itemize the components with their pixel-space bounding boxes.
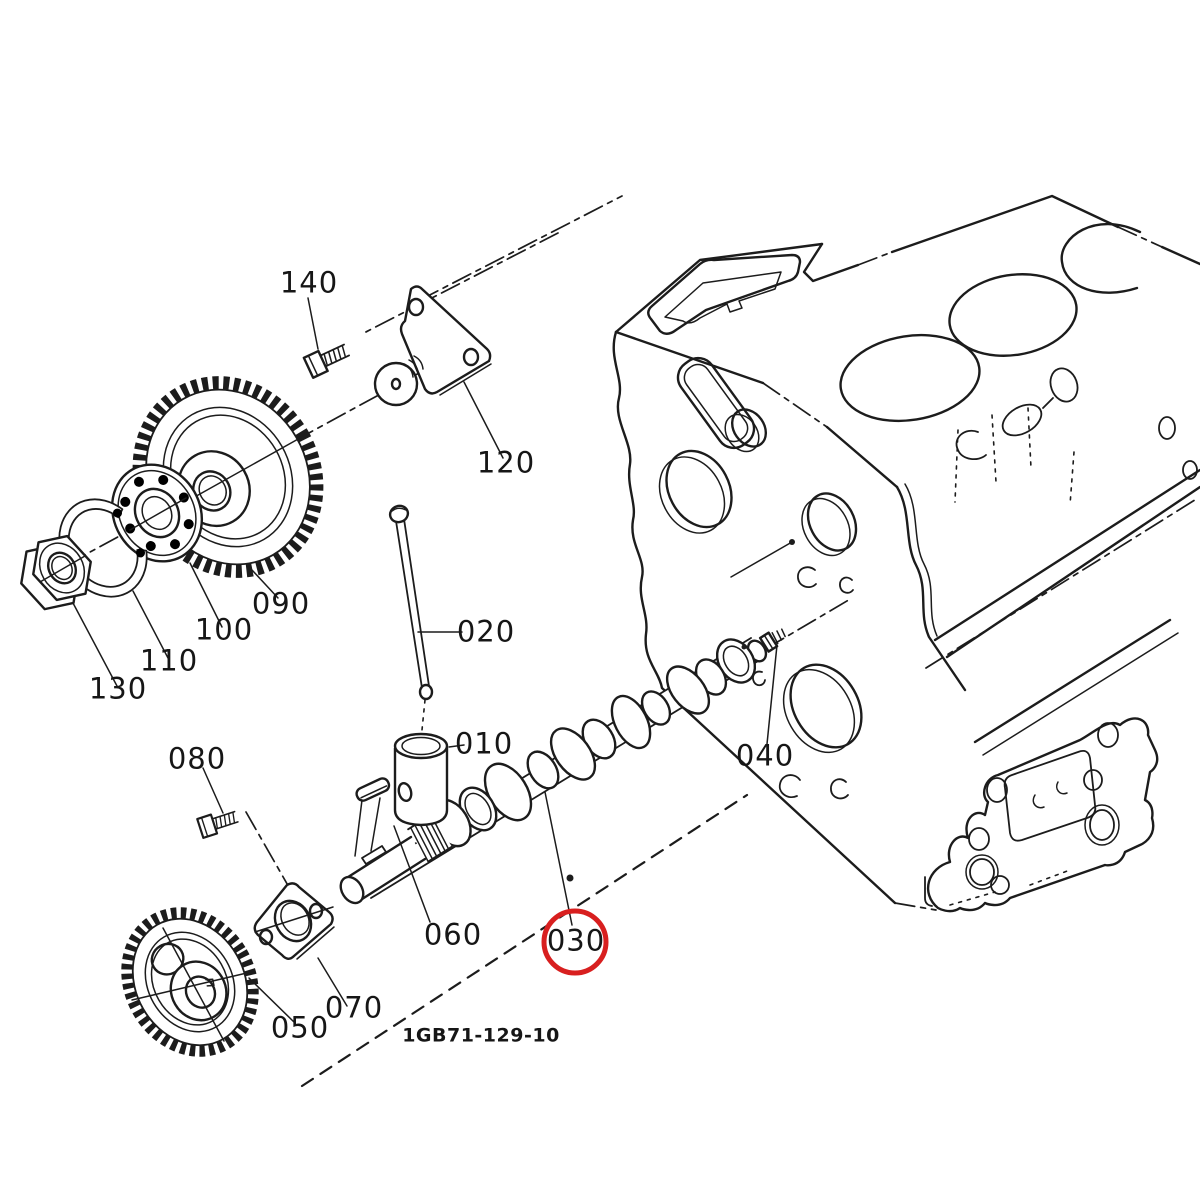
bearing-retainer: [373, 285, 492, 407]
retainer-bolt: [302, 343, 350, 379]
nut: [20, 534, 92, 611]
gear-center-mark-2: [162, 927, 225, 1042]
woodruff-key: [354, 777, 391, 857]
camshaft-thread-section: [407, 813, 453, 863]
ball-bearing: [110, 463, 204, 563]
part-label-130[interactable]: 130: [88, 671, 148, 706]
part-label-050[interactable]: 050: [270, 1010, 330, 1045]
part-label-090[interactable]: 090: [251, 586, 311, 621]
leader-lines: [72, 297, 778, 1024]
drawing-code: 1GB71-129-10: [402, 1024, 560, 1047]
part-label-120[interactable]: 120: [476, 445, 536, 480]
part-label-100[interactable]: 100: [194, 612, 254, 647]
engine-block: [612, 194, 1200, 913]
push-rod: [388, 504, 434, 701]
part-label-010[interactable]: 010: [454, 726, 514, 761]
part-label-070[interactable]: 070: [324, 990, 384, 1025]
cam-gear: [121, 907, 259, 1057]
part-label-040[interactable]: 040: [735, 738, 795, 773]
part-label-110[interactable]: 110: [139, 643, 199, 678]
hidden-outline-dashed-line: [300, 793, 749, 1088]
stopper-plate: [253, 882, 335, 960]
stopper-bolt: [196, 810, 239, 839]
tappet: [393, 699, 449, 827]
part-label-020[interactable]: 020: [456, 614, 516, 649]
part-label-030[interactable]: 030: [546, 923, 606, 958]
part-label-060[interactable]: 060: [423, 917, 483, 952]
highlight-circle: [541, 908, 609, 976]
part-label-080[interactable]: 080: [167, 741, 227, 776]
part-label-140[interactable]: 140: [279, 265, 339, 300]
camshaft: [339, 628, 786, 905]
gear-center-mark: [131, 971, 252, 1001]
idler-gear-assembly: [20, 376, 324, 611]
